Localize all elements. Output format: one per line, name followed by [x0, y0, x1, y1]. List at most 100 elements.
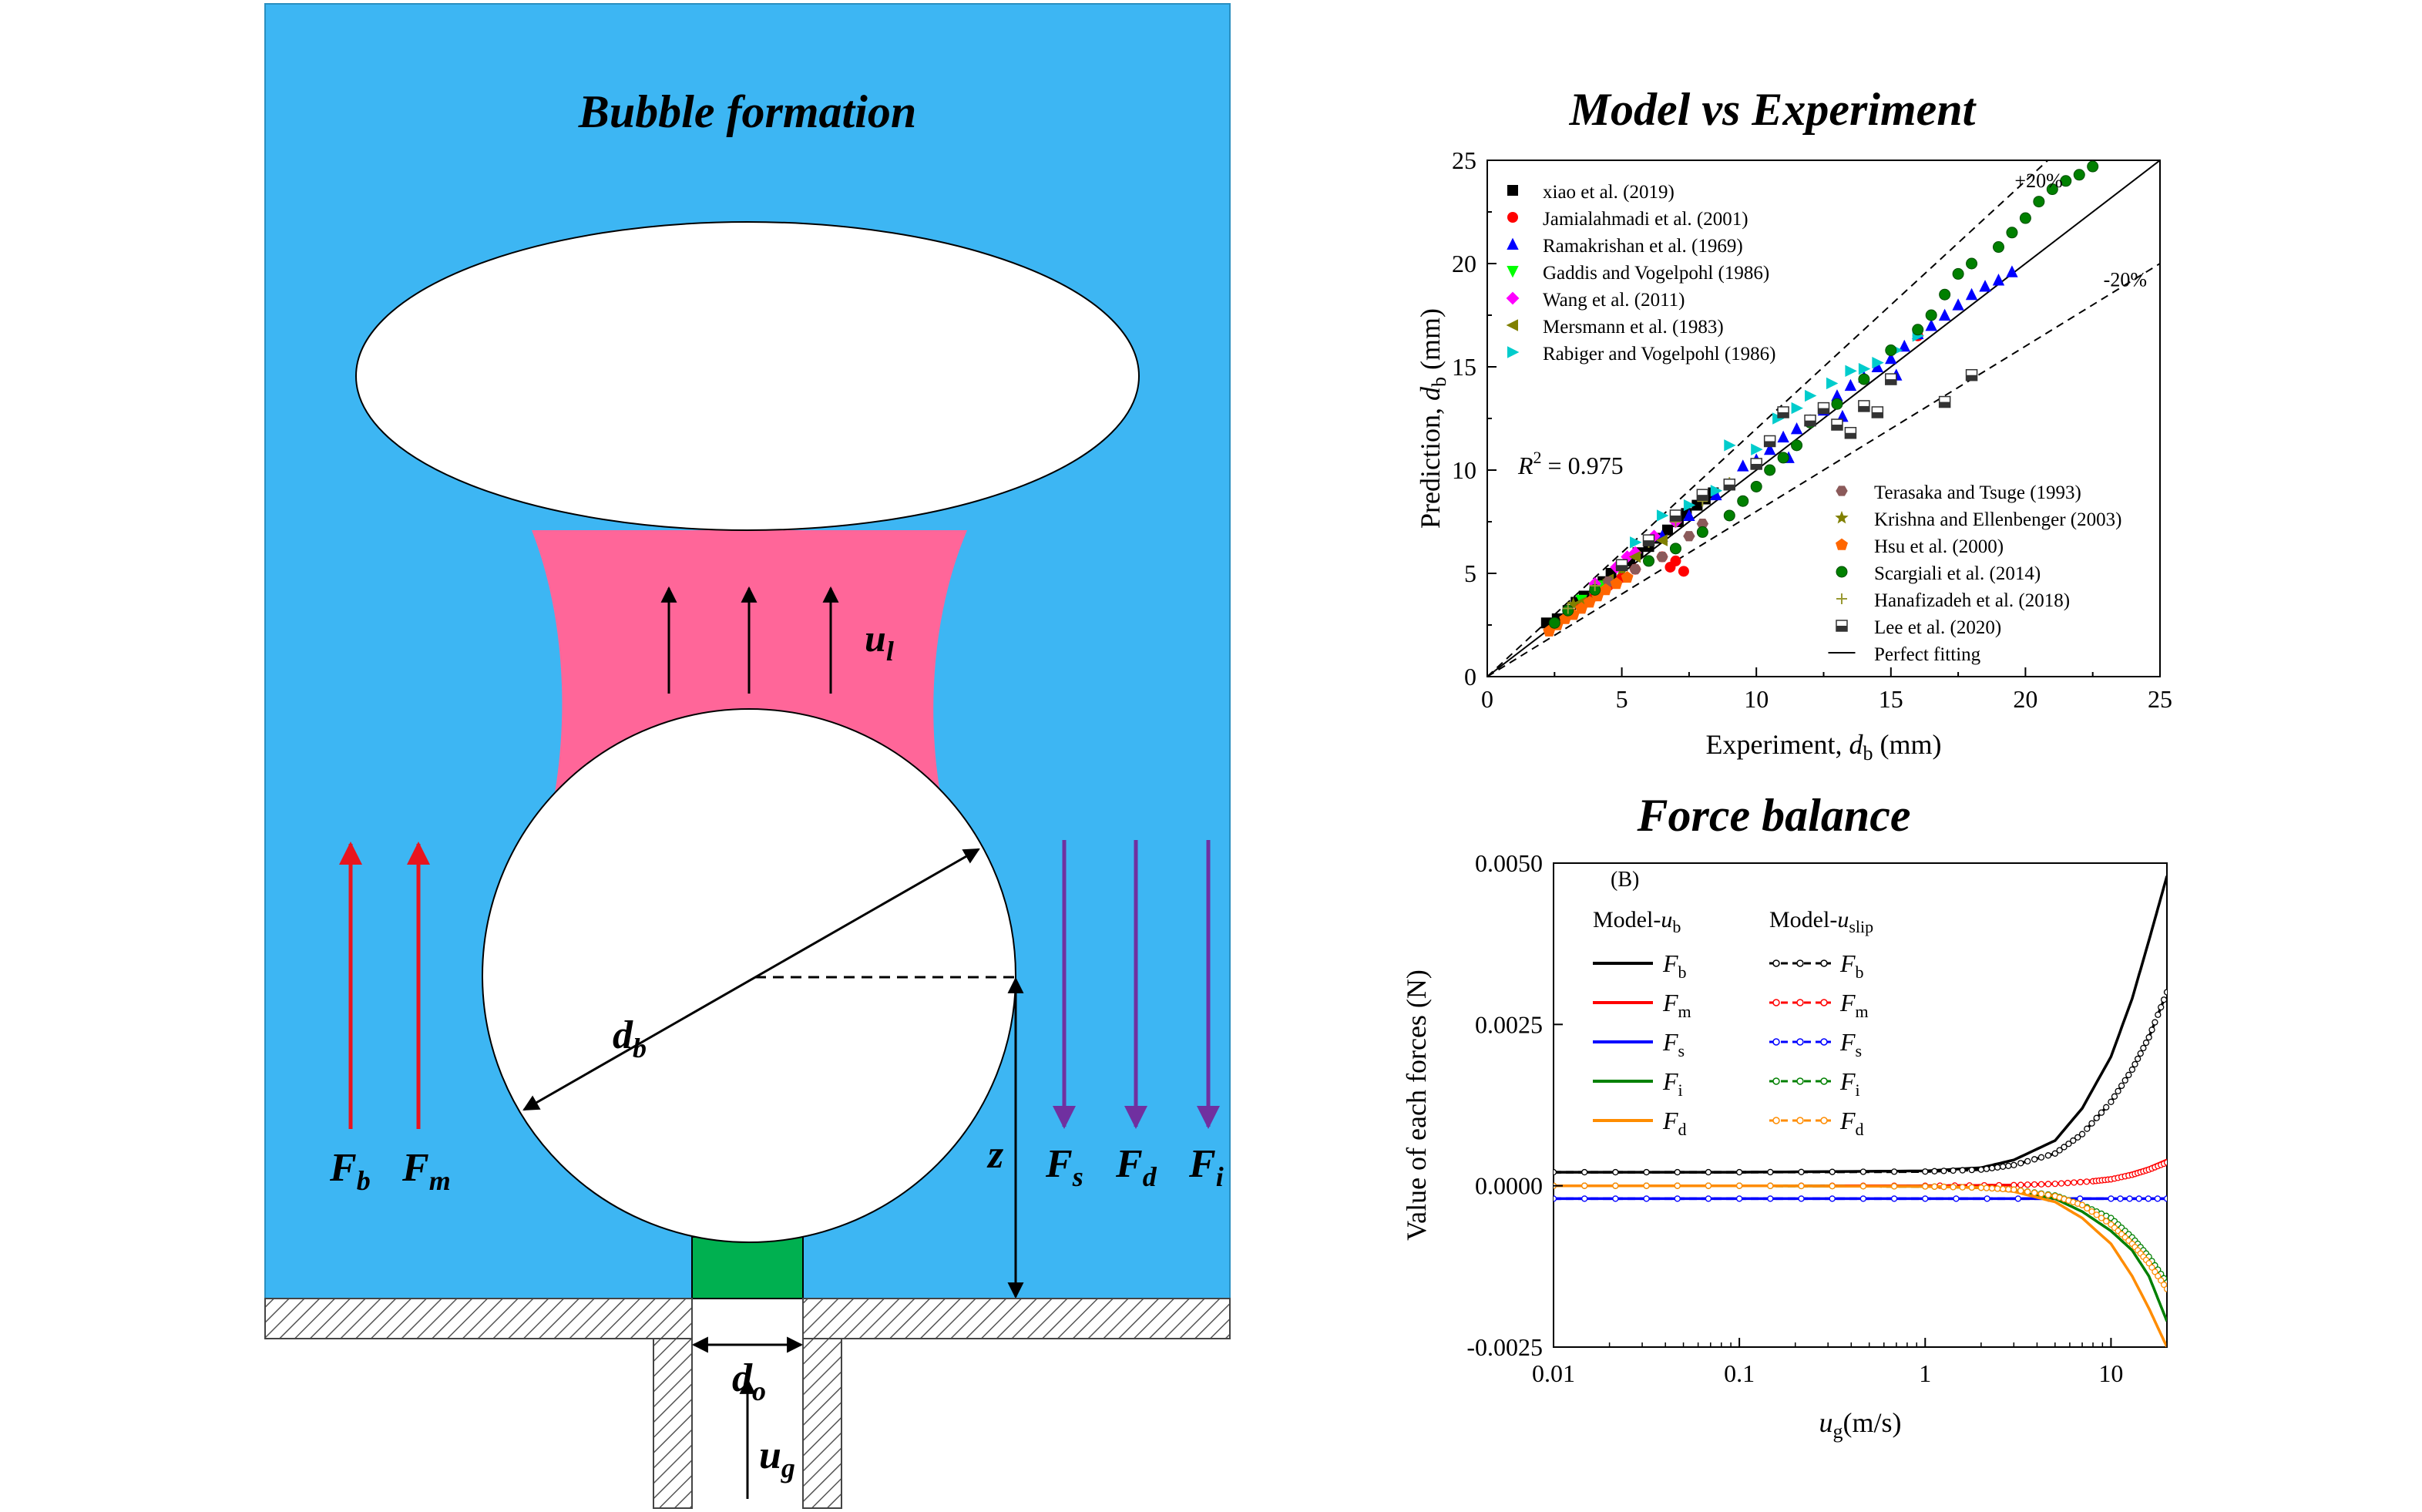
force-series-marker [2152, 1019, 2158, 1026]
legend-label-var: F [1662, 1028, 1678, 1056]
force-series-marker [1735, 1182, 1743, 1189]
force-series-marker [1922, 1195, 1929, 1202]
legend-label: Fi [1662, 1067, 1683, 1100]
data-point [1567, 597, 1581, 610]
data-point [1683, 509, 1695, 521]
r-squared-symbol: R [1517, 452, 1533, 479]
orifice-gas-plug [691, 1236, 804, 1299]
inertia-force-label: Fi [1188, 1142, 1224, 1192]
data-point [1885, 344, 1897, 357]
legend-marker [1772, 1038, 1780, 1046]
data-point [1804, 414, 1816, 427]
force-series-marker [2065, 1141, 2072, 1147]
legend-label-var: F [1839, 1067, 1856, 1095]
y-tick-label: 5 [1464, 559, 1476, 587]
legend-marker [1796, 1077, 1804, 1085]
data-point [1683, 499, 1696, 512]
force-series-marker [2155, 1272, 2162, 1280]
legend-marker [1772, 999, 1780, 1006]
legend-marker [1836, 566, 1848, 578]
force-series-marker [1950, 1184, 1957, 1191]
force-series-marker [2098, 1215, 2105, 1221]
force-series-marker [2000, 1163, 2007, 1170]
y-axis-label-var: d [1415, 386, 1446, 401]
legend-label: Ramakrishan et al. (1969) [1543, 236, 1743, 257]
data-point [1656, 551, 1668, 563]
marker-half-fill [1643, 540, 1654, 546]
r-squared-value: = 0.975 [1542, 452, 1624, 479]
force-series-marker [1922, 1183, 1929, 1190]
x-axis-label-sub: b [1863, 742, 1873, 764]
legend-label-sub: s [1856, 1041, 1863, 1060]
legend-label-sub: m [1678, 1002, 1691, 1021]
force-series-marker [2103, 1218, 2110, 1225]
force-series-marker [1988, 1184, 1996, 1192]
y-tick-label: -0.0025 [1466, 1333, 1543, 1361]
force-series-marker [2121, 1077, 2128, 1084]
data-point [1925, 319, 1937, 331]
reference-line [1487, 263, 2160, 677]
buoyancy-force-label: Fb [329, 1146, 371, 1196]
marker-half-fill [1670, 515, 1681, 521]
legend-label: Fb [1839, 949, 1864, 982]
force-series-marker [2031, 1181, 2038, 1188]
data-point [2006, 227, 2018, 239]
force-series-marker [2031, 1156, 2038, 1163]
legend-title-text: Model- [1769, 907, 1837, 932]
force-series-marker [2088, 1208, 2095, 1215]
force-series-marker [1674, 1195, 1681, 1202]
y-tick-label: 0.0000 [1475, 1172, 1543, 1200]
y-tick-label: 25 [1452, 146, 1476, 174]
legend-label: Krishna and Ellenbenger (2003) [1874, 509, 2121, 530]
force-series-marker [2074, 1134, 2081, 1141]
force-series-marker [2148, 1026, 2155, 1033]
force-series-marker [2083, 1178, 2090, 1185]
force-series-marker [2128, 1066, 2136, 1074]
legend-label-sub: d [1856, 1120, 1864, 1139]
legend-label: Scargiali et al. (2014) [1874, 563, 2041, 584]
legend-label-var: F [1662, 1067, 1678, 1095]
force-series-marker [2044, 1152, 2052, 1159]
x-axis-label-unit: (mm) [1873, 729, 1941, 760]
force-series-marker [2145, 1259, 2152, 1267]
legend-label: Fs [1662, 1028, 1685, 1060]
plate-wall-left [264, 1298, 693, 1339]
marker-half-fill [1805, 420, 1816, 426]
data-point [1696, 519, 1709, 529]
force-series-marker [2010, 1186, 2017, 1193]
legend-label-sub: i [1856, 1080, 1860, 1100]
force-series-marker [1994, 1185, 2001, 1192]
data-point [1763, 435, 1776, 448]
marker-half-fill [1778, 412, 1789, 418]
force-series-marker [1968, 1184, 1975, 1191]
legend-label: Gaddis and Vogelpohl (1986) [1543, 263, 1769, 284]
data-point [1817, 402, 1830, 415]
legend-marker [1507, 212, 1518, 223]
force-series-marker [2148, 1264, 2155, 1271]
bubble-diameter-label: db [613, 1013, 647, 1063]
data-point [1872, 356, 1884, 369]
legend-label: Rabiger and Vogelpohl (1986) [1543, 344, 1776, 365]
data-point [1777, 406, 1789, 418]
data-point [1826, 377, 1839, 390]
force-series-marker [2158, 1277, 2165, 1284]
force-series-marker [2137, 1050, 2144, 1057]
data-point [1952, 267, 1964, 280]
force-series-marker [2064, 1179, 2071, 1187]
data-point [1871, 406, 1884, 418]
marker-half-fill [1939, 402, 1950, 408]
data-point [2060, 175, 2072, 187]
force-series-marker [2152, 1268, 2158, 1275]
data-point [1669, 509, 1682, 522]
x-tick-label: 0.1 [1724, 1359, 1755, 1387]
x-axis-label-var: u [1819, 1407, 1833, 1438]
y-tick-label: 10 [1452, 456, 1476, 484]
force-series-marker [2005, 1186, 2012, 1193]
legend-label-var: F [1662, 989, 1678, 1016]
legend-marker [1772, 1077, 1780, 1085]
marker-half-fill [1724, 484, 1735, 490]
force-series-marker [2058, 1180, 2065, 1187]
data-point [1615, 559, 1628, 572]
